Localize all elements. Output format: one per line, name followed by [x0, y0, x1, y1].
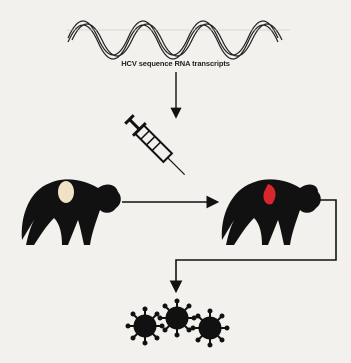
healthy-liver	[58, 181, 74, 203]
virus-particle-icon	[158, 299, 196, 337]
source-chimpanzee-icon	[22, 179, 121, 245]
rna-strand-icon	[66, 21, 290, 59]
virus-particle-icon	[191, 309, 229, 347]
syringe-icon	[123, 113, 191, 181]
virus-particle-icon	[126, 307, 164, 345]
virus-particles-group	[126, 299, 229, 347]
infected-chimpanzee-icon	[222, 179, 321, 245]
